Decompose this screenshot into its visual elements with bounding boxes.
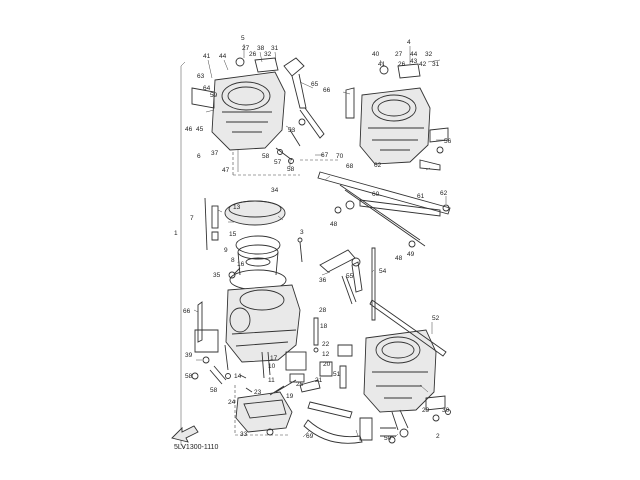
callout-46: 46 <box>185 126 193 133</box>
callout-37: 37 <box>211 150 219 157</box>
drawing-code-label: 5LV1300-1110 <box>174 444 219 451</box>
callout-7: 7 <box>190 215 194 222</box>
fuel-tubes-bottom <box>303 417 396 444</box>
callout-40: 40 <box>372 51 380 58</box>
callout-13: 13 <box>233 204 241 211</box>
callout-31: 31 <box>271 45 279 52</box>
callout-24: 24 <box>228 399 236 406</box>
callout-8: 8 <box>231 257 235 264</box>
callout-23: 23 <box>254 389 262 396</box>
callout-49: 49 <box>407 251 415 258</box>
callout-32: 32 <box>264 51 272 58</box>
callout-36: 36 <box>319 277 327 284</box>
carburetor-middle-exploded <box>204 197 363 379</box>
callout-27: 27 <box>242 45 250 52</box>
callout-39: 39 <box>185 352 193 359</box>
callout-61: 61 <box>417 193 425 200</box>
callout-66-b: 66 <box>183 308 191 315</box>
callout-48-b: 48 <box>395 255 403 262</box>
callout-58-d: 58 <box>210 387 218 394</box>
callout-34: 34 <box>271 187 279 194</box>
callout-53: 53 <box>288 127 296 134</box>
small-parts-lower-left <box>191 301 253 393</box>
callout-57-a: 57 <box>274 159 282 166</box>
front-direction-arrow-icon <box>171 425 199 443</box>
carburetor-bottom-right <box>363 247 451 438</box>
callout-5: 5 <box>241 35 245 42</box>
callout-27-b: 27 <box>395 51 403 58</box>
callout-47: 47 <box>222 167 230 174</box>
float-bowl <box>235 317 353 436</box>
callout-58-c: 58 <box>185 373 193 380</box>
callout-52: 52 <box>432 315 440 322</box>
callout-42: 42 <box>419 61 427 68</box>
callout-20: 20 <box>323 361 331 368</box>
callout-65: 65 <box>311 81 319 88</box>
callout-9: 9 <box>224 247 228 254</box>
callout-16: 16 <box>237 261 245 268</box>
callout-30: 30 <box>442 407 450 414</box>
callout-25: 25 <box>296 381 304 388</box>
callout-44-b: 44 <box>410 51 418 58</box>
callout-18: 18 <box>320 323 328 330</box>
callout-3: 3 <box>300 229 304 236</box>
callout-4: 4 <box>407 39 411 46</box>
leader-lines <box>193 44 447 438</box>
callout-62-b: 62 <box>440 190 448 197</box>
callout-66: 66 <box>323 87 331 94</box>
callout-69: 69 <box>306 433 314 440</box>
callout-45: 45 <box>196 126 204 133</box>
assembly-bracket <box>180 61 186 449</box>
callout-54: 54 <box>379 268 387 275</box>
callout-2: 2 <box>436 433 440 440</box>
callout-28: 28 <box>319 307 327 314</box>
callout-51: 51 <box>333 371 341 378</box>
callout-29: 29 <box>422 407 430 414</box>
callout-21: 21 <box>315 377 323 384</box>
callout-26: 26 <box>249 51 257 58</box>
callout-68: 68 <box>346 163 354 170</box>
callout-59: 59 <box>210 92 218 99</box>
callout-31-b: 31 <box>432 61 440 68</box>
callout-14: 14 <box>234 373 242 380</box>
callout-11: 11 <box>268 377 275 384</box>
callout-12: 12 <box>322 351 330 358</box>
callout-62-a: 62 <box>374 162 382 169</box>
callout-64: 64 <box>203 85 211 92</box>
callout-19: 19 <box>286 393 294 400</box>
callout-41-b: 41 <box>378 61 386 68</box>
callout-48-a: 48 <box>330 221 338 228</box>
callout-10: 10 <box>268 363 276 370</box>
callout-26-b: 26 <box>398 61 406 68</box>
callout-38: 38 <box>257 45 265 52</box>
callout-70: 70 <box>336 153 344 160</box>
callout-6: 6 <box>197 153 201 160</box>
callout-32-b: 32 <box>425 51 433 58</box>
callout-1: 1 <box>174 230 178 237</box>
callout-67: 67 <box>321 152 329 159</box>
callout-58-a: 58 <box>262 153 270 160</box>
callout-35: 35 <box>213 272 221 279</box>
callout-41: 41 <box>203 53 211 60</box>
callout-labels: 5 41 44 27 38 31 26 32 63 65 64 59 46 45… <box>174 35 452 442</box>
callout-50: 50 <box>384 435 392 442</box>
callout-43: 43 <box>410 58 418 65</box>
callout-22: 22 <box>322 341 330 348</box>
callout-56: 56 <box>444 138 452 145</box>
callout-33: 33 <box>240 431 248 438</box>
callout-58-b: 58 <box>287 166 295 173</box>
carburetor-top-left <box>191 57 325 164</box>
throttle-linkage <box>317 171 451 248</box>
callout-63: 63 <box>197 73 205 80</box>
callout-60: 60 <box>372 191 380 198</box>
callout-15: 15 <box>229 231 237 238</box>
callout-55: 55 <box>346 273 354 280</box>
callout-44: 44 <box>219 53 227 60</box>
callout-17: 17 <box>270 355 278 362</box>
carburetor-top-right <box>345 63 449 171</box>
